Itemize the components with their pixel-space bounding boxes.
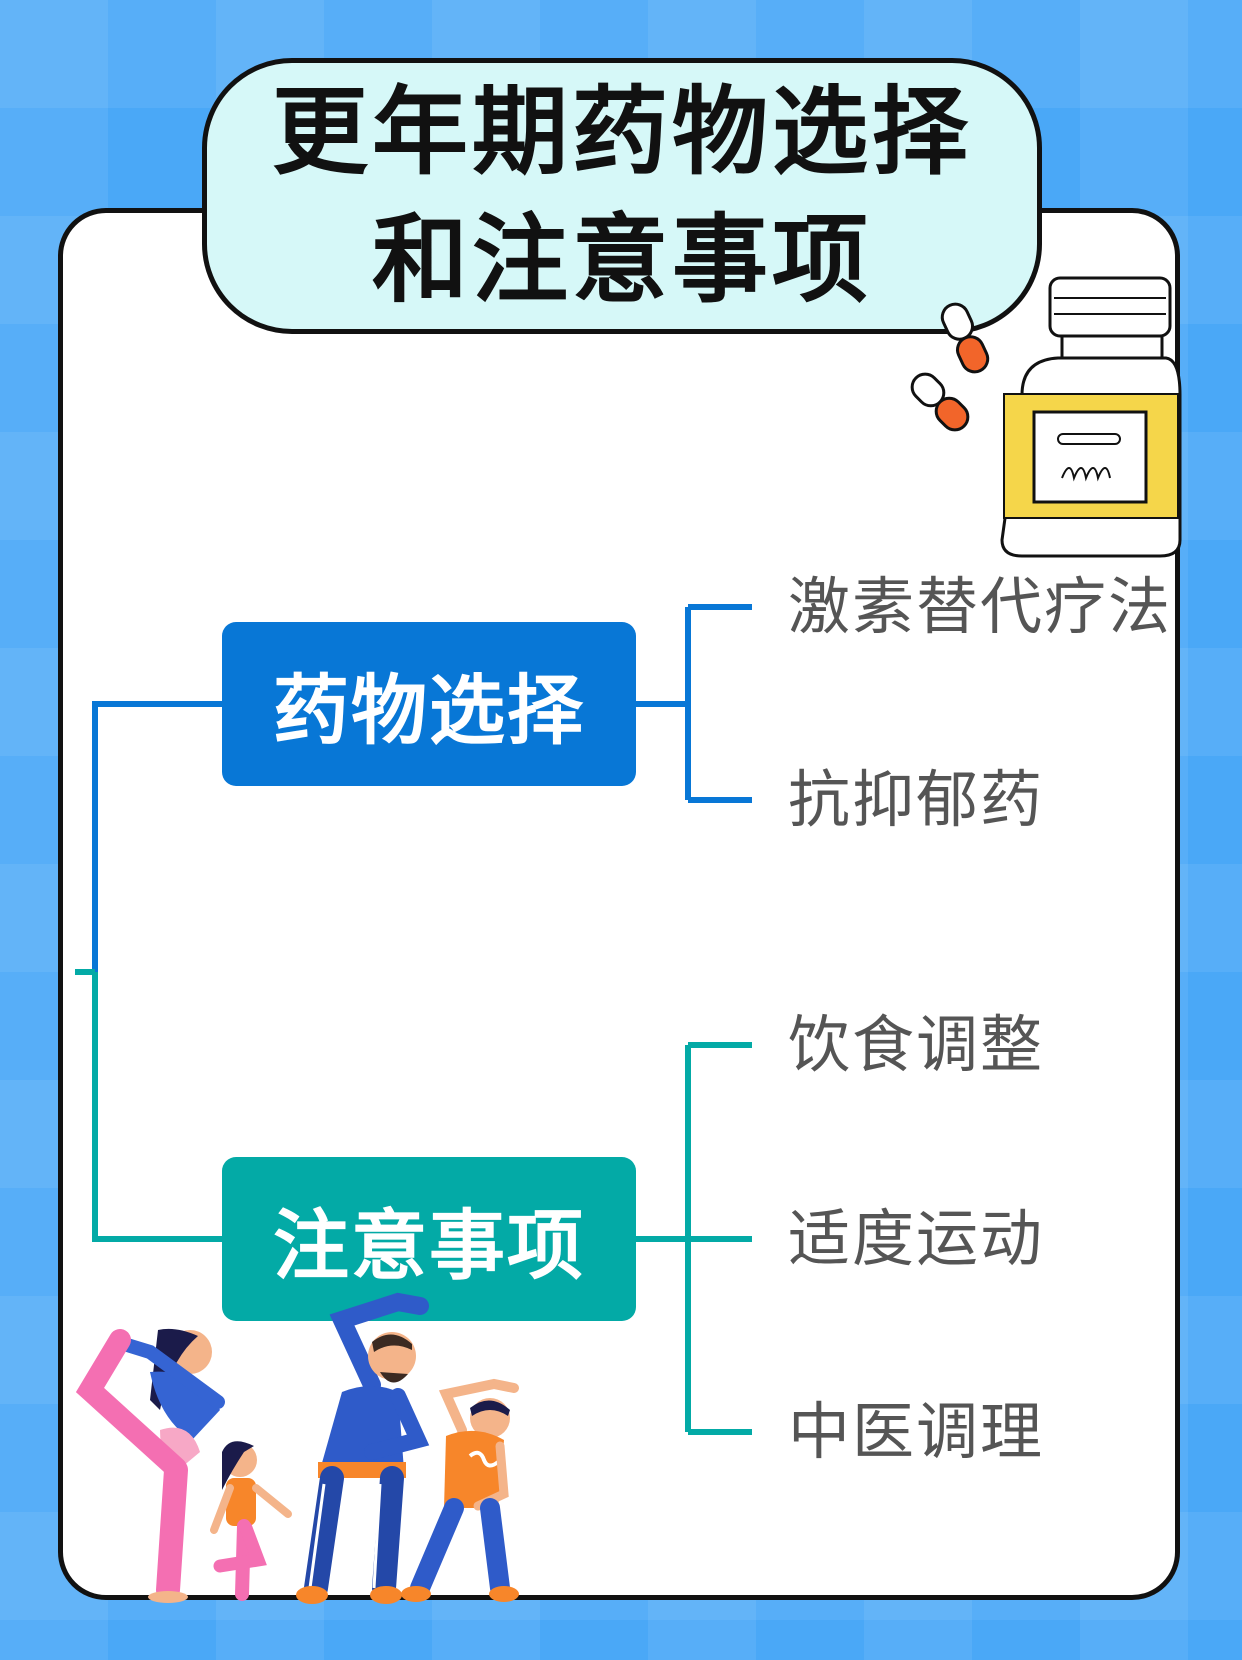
girl-figure (210, 1441, 292, 1601)
leaf-hormone-therapy: 激素替代疗法 (788, 570, 1173, 643)
leaf-antidepressants: 抗抑郁药 (788, 763, 1045, 836)
connector-precautions-children (636, 1042, 752, 1435)
leaf-tcm-conditioning: 中医调理 (788, 1395, 1045, 1468)
man-figure (296, 1292, 430, 1604)
node-precautions: 注意事项 (222, 1157, 636, 1321)
boy-figure (401, 1378, 519, 1602)
capsule-icon (940, 302, 990, 374)
title-banner: 更年期药物选择 和注意事项 (202, 58, 1042, 334)
node-medication-choice: 药物选择 (222, 622, 636, 786)
connector-medication-children (636, 604, 752, 803)
woman-figure (75, 1328, 225, 1603)
title-line-2: 和注意事项 (372, 204, 872, 316)
leaf-moderate-exercise: 适度运动 (788, 1202, 1045, 1275)
medicine-bottle-icon (1000, 276, 1182, 558)
connector-root-precautions (92, 972, 222, 1242)
capsule-icon (910, 372, 970, 432)
title-line-1: 更年期药物选择 (272, 76, 972, 188)
content-card (58, 208, 1180, 1600)
connector-root-medication (92, 701, 222, 972)
leaf-diet-adjustment: 饮食调整 (788, 1008, 1045, 1081)
